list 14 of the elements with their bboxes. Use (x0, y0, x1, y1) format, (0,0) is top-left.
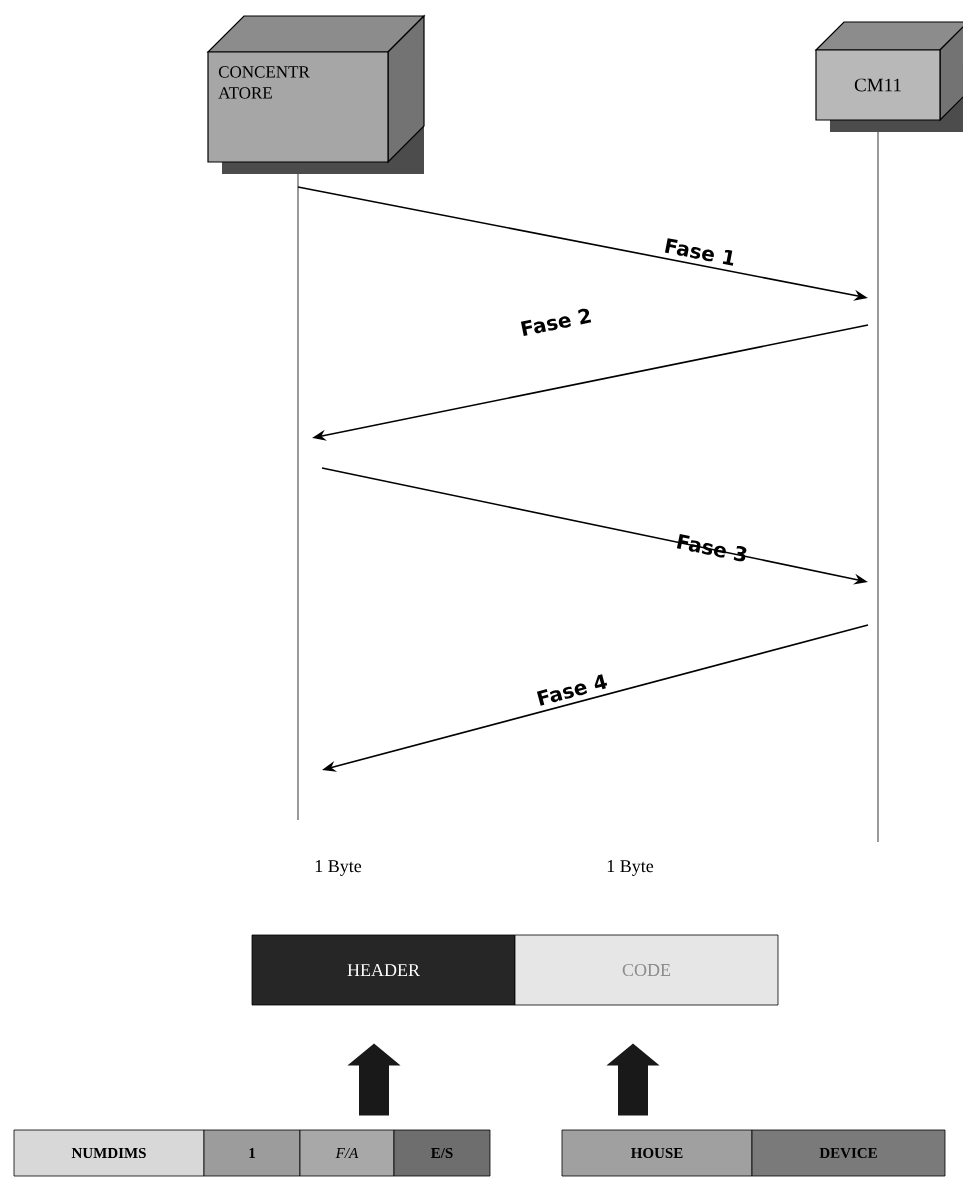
field-cell: CODE (514, 934, 779, 1006)
field-cell: HOUSE (561, 1129, 753, 1177)
edge-label: Fase 4 (536, 674, 608, 706)
size-label: 1 Byte (315, 860, 362, 876)
edge-label: Fase 2 (520, 308, 592, 336)
field-cell: F/A (299, 1129, 395, 1177)
edge-label: Fase 1 (664, 238, 734, 266)
field-cell: DEVICE (751, 1129, 946, 1177)
field-cell: HEADER (251, 934, 516, 1006)
field-cell: 1 (203, 1129, 301, 1177)
edge-label: Fase 3 (676, 534, 747, 562)
size-label: 1 Byte (607, 860, 654, 876)
field-cell: E/S (393, 1129, 491, 1177)
field-cell: NUMDIMS (13, 1129, 205, 1177)
